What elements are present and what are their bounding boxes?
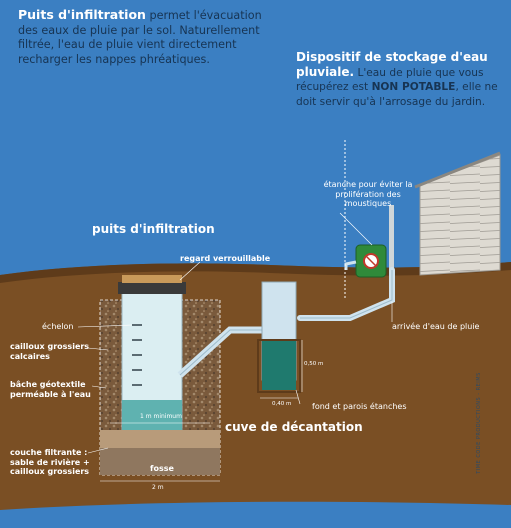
label-one-m: 1 m minimum <box>140 413 182 420</box>
credit-text: TIME CODE PRODUCTIONS - REIMS <box>475 372 482 474</box>
ground-surface <box>0 262 511 283</box>
label-puits-title: puits d'infiltration <box>92 222 215 236</box>
intro-right-heading: Dispositif de stockage d'eau pluviale. <box>296 50 488 80</box>
label-regard: regard verrouillable <box>180 254 271 263</box>
label-dim-040: 0,40 m <box>272 401 292 407</box>
label-cailloux: cailloux grossiers calcaires <box>10 342 90 361</box>
storage-tank <box>344 244 387 278</box>
intro-right-text-2: , elle ne doit servir qu'à l'arrosage du… <box>296 81 498 108</box>
decantation-tank <box>257 281 303 399</box>
intro-right-text-1: L'eau de pluie que vous récupérez est <box>296 67 484 94</box>
label-echelon: échelon <box>42 322 74 331</box>
leader-mosquito <box>339 212 373 246</box>
label-mosquito: étanche pour éviter la prolifération des… <box>323 180 413 208</box>
label-fosse: fosse <box>150 464 174 473</box>
label-cuve: cuve de décantation <box>225 420 363 434</box>
downpipe <box>297 205 395 321</box>
intro-left-paragraph: Puits d'infiltration permet l'évacuation… <box>18 7 278 67</box>
house <box>414 151 501 276</box>
label-bache: bâche géotextile perméable à l'eau <box>10 380 91 399</box>
intro-right-paragraph: Dispositif de stockage d'eau pluviale. L… <box>296 50 502 109</box>
label-fond: fond et parois étanches <box>312 402 407 411</box>
infiltration-pit <box>99 275 221 482</box>
label-two-m: 2 m <box>152 484 164 491</box>
intro-left-heading: Puits d'infiltration <box>18 7 146 22</box>
intro-left-text: permet l'évacuation des eaux de pluie pa… <box>18 9 262 66</box>
leader-lines <box>77 261 393 454</box>
label-couche: couche filtrante : sable de rivière + ca… <box>10 448 90 476</box>
bottom-curve <box>0 501 511 528</box>
label-arrivee: arrivée d'eau de pluie <box>392 322 480 331</box>
intro-right-strong: NON POTABLE <box>371 81 456 94</box>
label-dim-050: 0,50 m <box>304 361 324 367</box>
